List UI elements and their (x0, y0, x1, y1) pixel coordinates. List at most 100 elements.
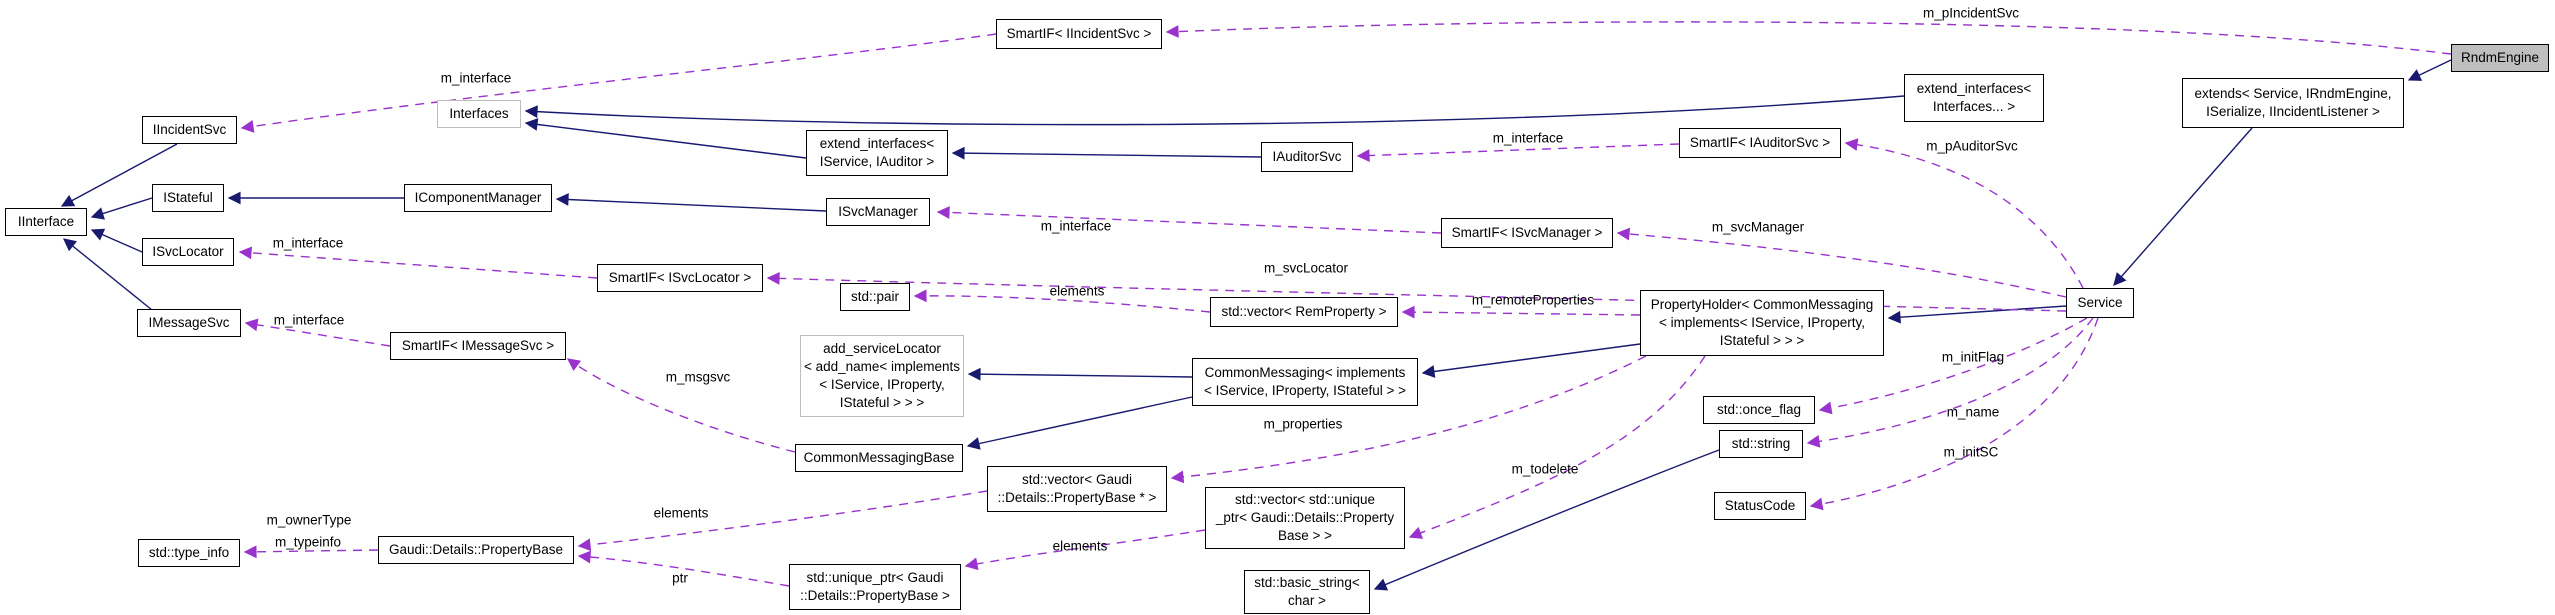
node-std-pair[interactable]: std::pair (840, 283, 910, 311)
edge-rndmengine-m-pincidentsvc (1165, 21, 2452, 55)
node-label-line: < implements< IService, IProperty, (1658, 315, 1866, 330)
node-isvcmanager[interactable]: ISvcManager (826, 198, 930, 226)
node-label-line: SmartIF< ISvcLocator > (608, 270, 752, 285)
edge-commonmessaging-to-addservicelocator (967, 367, 1193, 381)
node-extends-service-irndmengine[interactable]: extends< Service, IRndmEngine,ISerialize… (2182, 78, 2404, 128)
node-extend-interfaces-iservice-iauditor[interactable]: extend_interfaces<IService, IAuditor > (806, 130, 948, 176)
node-label-line: extend_interfaces< (1916, 81, 2032, 96)
edge-label-m_interface: m_interface (1492, 130, 1564, 146)
node-gaudi-details-propertybase[interactable]: Gaudi::Details::PropertyBase (378, 536, 574, 564)
edge-service-to-propertyholder (1887, 305, 2067, 324)
node-label-line: add_serviceLocator (823, 341, 941, 356)
node-label-line: CommonMessaging< implements (1204, 365, 1406, 380)
node-statuscode[interactable]: StatusCode (1714, 492, 1806, 520)
edge-stdstring-to-basicstring (1373, 449, 1720, 591)
node-commonmessagingbase[interactable]: CommonMessagingBase (795, 444, 963, 472)
node-extend-interfaces-variadic[interactable]: extend_interfaces< Interfaces... > (1904, 74, 2044, 122)
node-service[interactable]: Service (2066, 288, 2134, 318)
node-smartif-iauditorsvc[interactable]: SmartIF< IAuditorSvc > (1679, 128, 1841, 158)
node-label-line: SmartIF< IIncidentSvc > (1006, 26, 1152, 41)
node-iincidentsvc[interactable]: IIncidentSvc (142, 116, 237, 144)
edge-propertyholder-m-remoteproperties (1401, 305, 1641, 319)
node-label-line: IIncidentSvc (152, 122, 227, 137)
node-label-line: IMessageSvc (148, 315, 230, 330)
node-label-line: SmartIF< IAuditorSvc > (1689, 135, 1831, 150)
edge-extifvariadic-to-interfaces (524, 95, 1905, 126)
node-commonmessaging[interactable]: CommonMessaging< implements < IService, I… (1192, 358, 1418, 406)
edge-label-m_todelete: m_todelete (1511, 461, 1579, 477)
edge-label-m_typeinfo: m_typeinfo (274, 534, 342, 550)
node-label-line: IComponentManager (414, 190, 542, 205)
node-label-line: < IService, IProperty, (819, 377, 945, 392)
node-label-line: std::pair (850, 289, 900, 304)
edge-service-m-name (1806, 317, 2094, 448)
node-iinterface[interactable]: IInterface (5, 208, 87, 236)
edge-label-m_svcLocator: m_svcLocator (1263, 260, 1349, 276)
node-unique-ptr-propertybase[interactable]: std::unique_ptr< Gaudi::Details::Propert… (789, 564, 961, 610)
edge-label-elements: elements (653, 505, 709, 521)
edge-service-m-initsc (1809, 317, 2099, 511)
node-label-line: ::Details::PropertyBase > (800, 588, 950, 603)
node-std-once-flag[interactable]: std::once_flag (1703, 396, 1815, 424)
edge-smartif-iauditorsvc-m-interface (1356, 143, 1680, 162)
node-label-line: ISvcManager (838, 204, 918, 219)
edge-isvclocator-to-iinterface (90, 228, 143, 253)
node-label-line: std::vector< Gaudi (1022, 472, 1132, 487)
node-label-line: SmartIF< ISvcManager > (1451, 225, 1603, 240)
edge-rndmengine-to-extends (2407, 59, 2452, 81)
node-label-line: IStateful > > > (1719, 333, 1805, 348)
edge-extifauditor-to-interfaces (524, 118, 807, 159)
node-smartif-isvcmanager[interactable]: SmartIF< ISvcManager > (1441, 218, 1613, 248)
node-interfaces[interactable]: Interfaces (437, 100, 521, 128)
edge-label-m_initFlag: m_initFlag (1941, 349, 2005, 365)
node-vector-remproperty[interactable]: std::vector< RemProperty > (1210, 297, 1398, 327)
node-std-string[interactable]: std::string (1719, 430, 1803, 458)
node-label-line: Base > > (1277, 528, 1333, 543)
node-imessagesvc[interactable]: IMessageSvc (137, 309, 241, 337)
node-std-basic-string-char[interactable]: std::basic_string<char > (1244, 570, 1370, 614)
node-isvclocator[interactable]: ISvcLocator (142, 238, 234, 266)
edge-propertyholder-m-properties (1170, 355, 1647, 484)
edge-smartif-imessagesvc-m-interface (244, 318, 391, 347)
node-std-type-info[interactable]: std::type_info (138, 539, 240, 567)
edge-smartif-isvcmanager-m-interface (936, 206, 1442, 234)
edge-label-m_msgsvc: m_msgsvc (665, 369, 731, 385)
node-label-line: Interfaces... > (1932, 99, 2016, 114)
edge-label-m_pIncidentSvc: m_pIncidentSvc (1922, 5, 2020, 21)
edge-propertybase-m-ownertype-m-typeinfo (243, 545, 379, 559)
node-rndmengine[interactable]: RndmEngine (2451, 44, 2549, 72)
node-label-line: IAuditorSvc (1272, 149, 1342, 164)
node-istateful[interactable]: IStateful (152, 184, 224, 212)
node-propertyholder[interactable]: PropertyHolder< CommonMessaging < impleme… (1640, 290, 1884, 356)
node-smartif-iincidentsvc[interactable]: SmartIF< IIncidentSvc > (996, 19, 1162, 49)
edge-label-m_pAuditorSvc: m_pAuditorSvc (1926, 138, 2018, 154)
node-vector-propertybase-ptr[interactable]: std::vector< Gaudi::Details::PropertyBas… (987, 466, 1167, 512)
edge-label-m_interface: m_interface (440, 70, 512, 86)
node-iauditorsvc[interactable]: IAuditorSvc (1261, 142, 1353, 172)
node-smartif-isvclocator[interactable]: SmartIF< ISvcLocator > (597, 264, 763, 292)
node-label-line: std::string (1731, 436, 1791, 451)
node-label-line: PropertyHolder< CommonMessaging (1650, 297, 1874, 312)
node-label-line: ISvcLocator (152, 244, 224, 259)
edge-label-m_interface: m_interface (273, 312, 345, 328)
node-label-line: _ptr< Gaudi::Details::Property (1215, 510, 1395, 525)
node-label-line: std::vector< RemProperty > (1221, 304, 1387, 319)
edge-isvcmanager-to-icomponentmanager (555, 193, 827, 212)
node-vector-unique-ptr[interactable]: std::vector< std::unique_ptr< Gaudi::Det… (1205, 487, 1405, 549)
node-add-servicelocator[interactable]: add_serviceLocator< add_name< implements… (800, 335, 964, 417)
node-label-line: std::basic_string< (1254, 575, 1360, 590)
node-label-line: RndmEngine (2460, 50, 2540, 65)
edge-label-m_interface: m_interface (272, 235, 344, 251)
node-label-line: char > (1288, 593, 1326, 608)
node-label-line: std::once_flag (1716, 402, 1802, 417)
node-label-line: < IService, IProperty, IStateful > > (1204, 383, 1406, 398)
edge-label-m_initSC: m_initSC (1943, 444, 1999, 460)
edge-label-m_properties: m_properties (1263, 416, 1343, 432)
node-icomponentmanager[interactable]: IComponentManager (404, 184, 552, 212)
edge-commonmessaging-to-commonmessagingbase (966, 396, 1193, 450)
node-label-line: extends< Service, IRndmEngine, (2194, 86, 2392, 101)
node-smartif-imessagesvc[interactable]: SmartIF< IMessageSvc > (390, 332, 566, 360)
edge-imessagesvc-to-iinterface (63, 238, 153, 311)
